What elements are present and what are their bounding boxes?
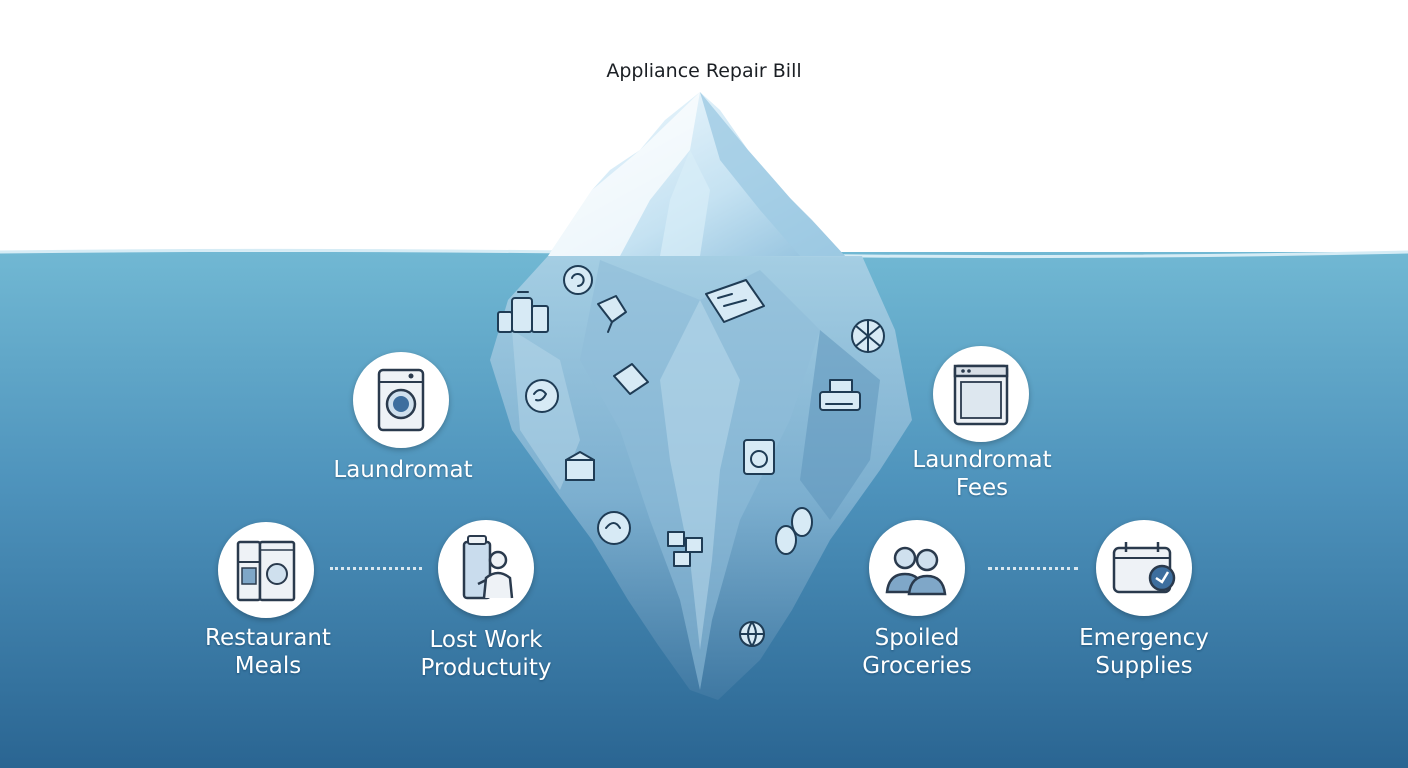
label-line: Restaurant <box>205 625 331 651</box>
label-emergency-supplies: Emergency Supplies <box>1044 624 1244 680</box>
label-line: Lost Work <box>429 627 543 653</box>
diagram-title: Appliance Repair Bill <box>606 60 802 82</box>
label-spoiled-groceries: Spoiled Groceries <box>817 624 1017 680</box>
label-lost-work-productivity: Lost Work Productuity <box>376 626 596 682</box>
connector-dots-right <box>988 567 1078 572</box>
label-line: Productuity <box>420 655 552 681</box>
refrigerator-icon <box>236 540 296 602</box>
label-line: Supplies <box>1095 653 1193 679</box>
printer-icon <box>819 379 861 411</box>
node-lost-work-productivity <box>438 520 534 616</box>
cycle-icon <box>563 265 593 295</box>
label-line: Fees <box>955 475 1009 501</box>
label-laundromat-fees: Laundromat Fees <box>882 446 1082 502</box>
ducks-icon <box>525 379 559 413</box>
dial-icon <box>597 511 631 545</box>
iceberg-underwater <box>490 256 912 700</box>
node-laundromat <box>353 352 449 448</box>
washer-small-icon <box>743 439 775 475</box>
calendar-icon <box>1112 542 1176 594</box>
node-spoiled-groceries <box>869 520 965 616</box>
people-icon <box>885 546 947 596</box>
box-icon <box>565 451 595 481</box>
fridge-door-icon <box>613 363 649 395</box>
label-line: Laundromat <box>912 447 1052 473</box>
luggage-icon <box>497 291 549 333</box>
dishwasher-icon <box>953 364 1009 426</box>
node-emergency-supplies <box>1096 520 1192 616</box>
shoes-icon <box>775 507 813 555</box>
iceberg-tip <box>548 92 845 256</box>
label-laundromat: Laundromat <box>303 456 503 484</box>
node-restaurant-meals <box>218 522 314 618</box>
connector-dots-left <box>330 567 422 572</box>
node-laundromat-fees <box>933 346 1029 442</box>
label-line: Groceries <box>862 653 972 679</box>
label-restaurant-meals: Restaurant Meals <box>168 624 368 680</box>
label-line: Emergency <box>1079 625 1209 651</box>
washing-machine-icon <box>377 368 425 432</box>
puzzle-icon <box>667 531 703 567</box>
blueprint-icon <box>705 279 765 323</box>
label-line: Laundromat <box>333 457 473 483</box>
label-line: Meals <box>234 653 302 679</box>
fan-icon <box>851 319 885 353</box>
tools-icon <box>597 295 627 333</box>
worker-icon <box>462 535 514 600</box>
label-line: Spoiled <box>874 625 960 651</box>
globe-icon <box>739 621 765 647</box>
